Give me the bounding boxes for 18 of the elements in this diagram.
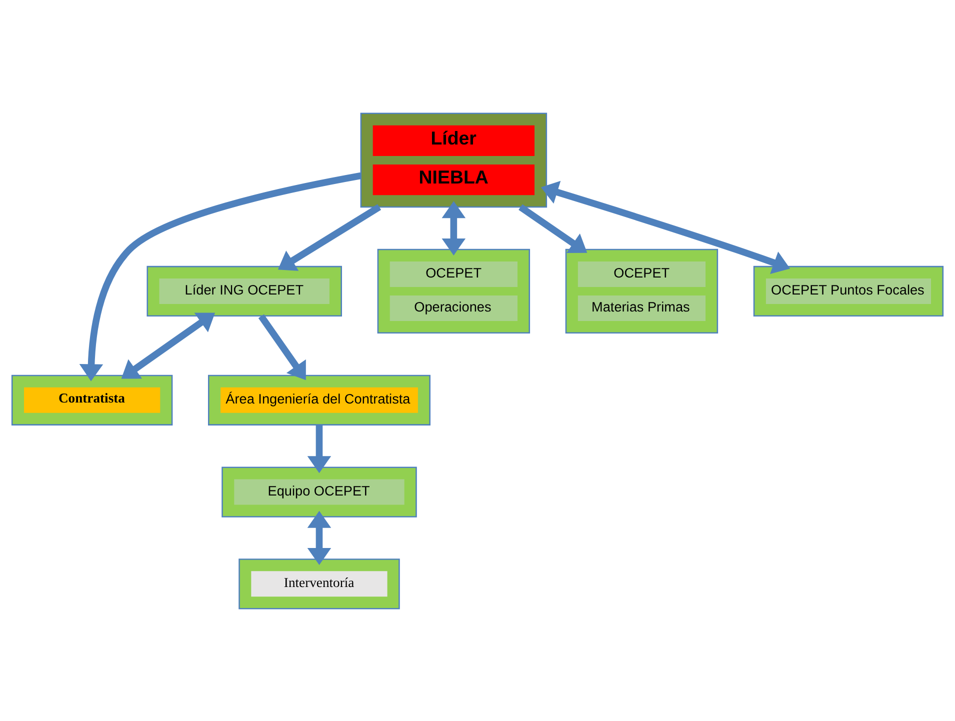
node-box: OCEPET Materias Primas	[565, 248, 718, 334]
arrow	[442, 200, 466, 255]
arrow	[278, 204, 382, 270]
arrow	[121, 312, 216, 378]
arrow	[307, 510, 332, 564]
node-box: Contratista	[11, 374, 173, 425]
arrow	[79, 172, 362, 381]
node-box: Líder NIEBLA	[360, 112, 548, 208]
arrow	[518, 204, 588, 253]
arrow	[258, 314, 306, 380]
node-box: OCEPET Operaciones	[377, 248, 530, 334]
arrow	[540, 180, 790, 274]
node-box: Equipo OCEPET	[222, 466, 417, 517]
node-box: Interventoría	[238, 558, 400, 609]
node-box: OCEPET Puntos Focales	[753, 265, 944, 316]
arrow	[307, 424, 332, 473]
node-box: Área Ingeniería del Contratista	[208, 374, 430, 425]
node-box: Líder ING OCEPET	[146, 265, 342, 316]
